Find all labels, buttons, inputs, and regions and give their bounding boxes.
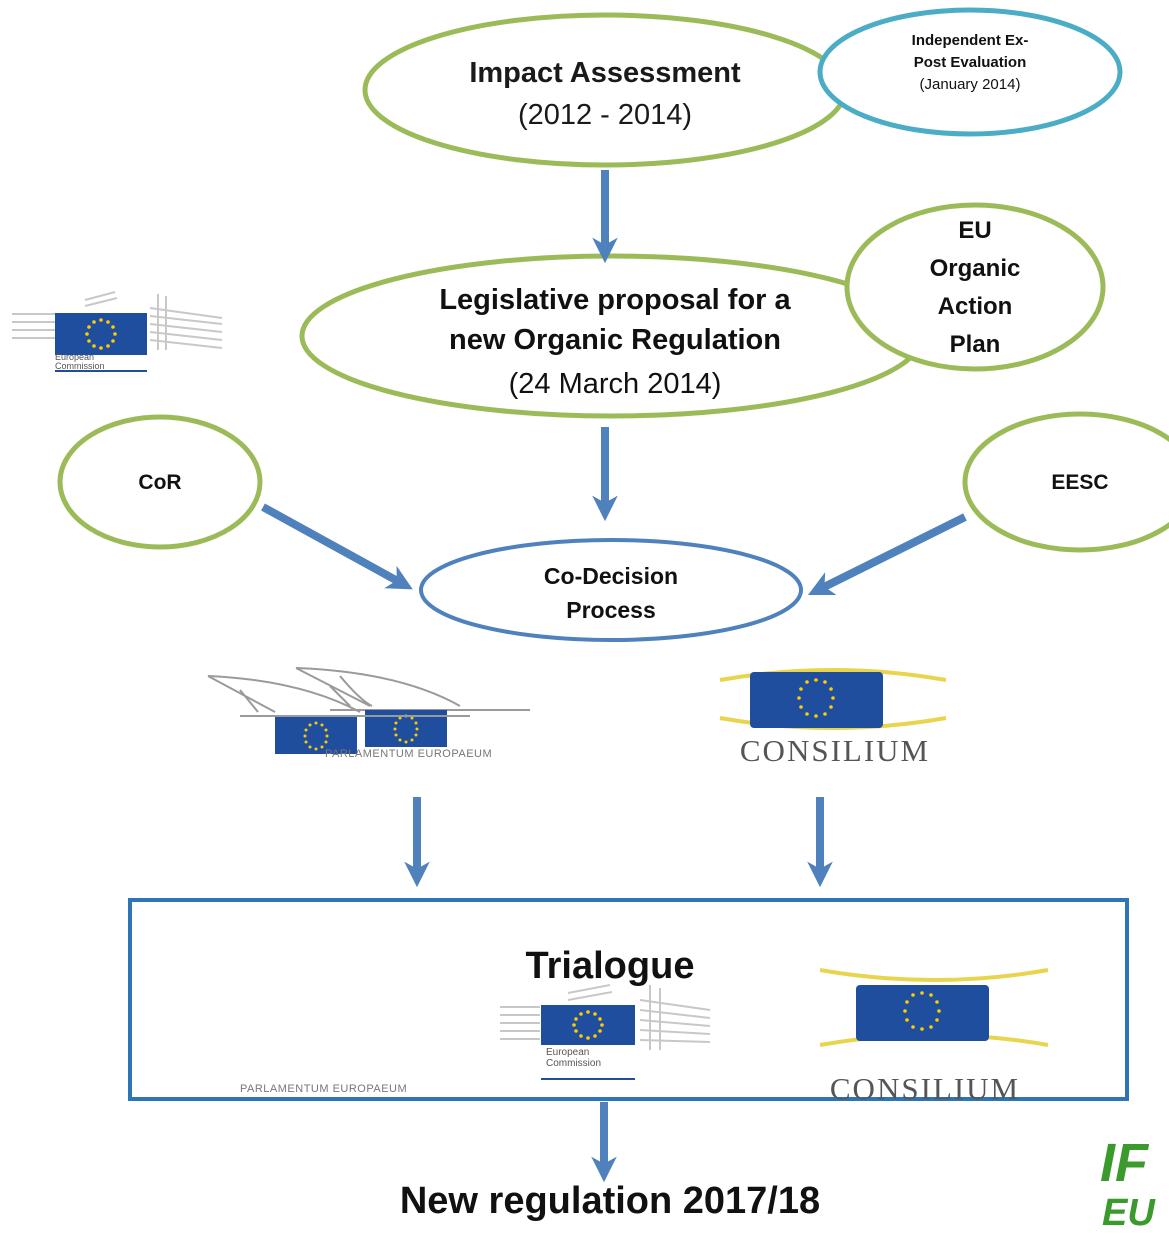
eesc-ellipse bbox=[962, 411, 1169, 553]
commission-logo-trialogue-text-2: Commission bbox=[546, 1058, 602, 1069]
parliament-logo-text: PARLAMENTUM EUROPAEUM bbox=[325, 748, 493, 760]
new-regulation-label: New regulation 2017/18 bbox=[399, 1180, 821, 1222]
expost-line2: Post Evaluation bbox=[913, 54, 1027, 71]
codecision-line1: Co-Decision bbox=[543, 563, 679, 589]
commission-logo-text-1: European bbox=[55, 352, 95, 362]
ifoam-logo-line1: IF bbox=[1100, 1133, 1148, 1193]
expost-date: (January 2014) bbox=[919, 76, 1021, 93]
codecision-line2: Process bbox=[566, 597, 656, 623]
cor-ellipse bbox=[57, 414, 263, 550]
action-plan-ellipse bbox=[844, 202, 1106, 372]
commission-logo-trialogue bbox=[500, 984, 711, 1080]
expost-line1: Independent Ex- bbox=[911, 32, 1029, 49]
ifoam-logo-line2: EU bbox=[1102, 1192, 1155, 1234]
eesc-label: EESC bbox=[1051, 471, 1109, 494]
consilium-logo bbox=[719, 668, 947, 730]
arrow-eesc-to-codecision bbox=[807, 513, 967, 596]
proposal-line1: Legislative proposal for a bbox=[439, 284, 791, 316]
consilium-logo-trialogue-text: CONSILIUM bbox=[829, 1071, 1021, 1106]
consilium-logo-text: CONSILIUM bbox=[739, 733, 931, 768]
proposal-line2: new Organic Regulation bbox=[449, 324, 781, 356]
parliament-logo-trialogue-text: PARLAMENTUM EUROPAEUM bbox=[240, 1083, 408, 1095]
flow-arrows bbox=[261, 170, 967, 1183]
impact-assessment-dates: (2012 - 2014) bbox=[517, 99, 693, 131]
consilium-logo-trialogue bbox=[819, 968, 1049, 1047]
codecision-ellipse bbox=[419, 538, 803, 642]
trialogue-title: Trialogue bbox=[525, 945, 695, 987]
commission-logo-left bbox=[12, 291, 223, 372]
cor-label: CoR bbox=[138, 471, 182, 494]
proposal-date: (24 March 2014) bbox=[508, 368, 722, 400]
expost-evaluation-ellipse bbox=[817, 7, 1123, 137]
action-plan-line3: Action bbox=[937, 293, 1013, 320]
action-plan-line2: Organic bbox=[929, 255, 1021, 282]
parliament-logo-trialogue bbox=[207, 675, 470, 754]
action-plan-line1: EU bbox=[958, 217, 992, 244]
impact-assessment-title: Impact Assessment bbox=[469, 57, 741, 89]
commission-logo-trialogue-text-1: European bbox=[546, 1047, 590, 1058]
trialogue-box bbox=[128, 898, 1129, 1101]
commission-logo-text-2: Commission bbox=[55, 361, 105, 371]
arrow-cor-to-codecision bbox=[261, 503, 413, 590]
action-plan-line4: Plan bbox=[949, 331, 1001, 358]
